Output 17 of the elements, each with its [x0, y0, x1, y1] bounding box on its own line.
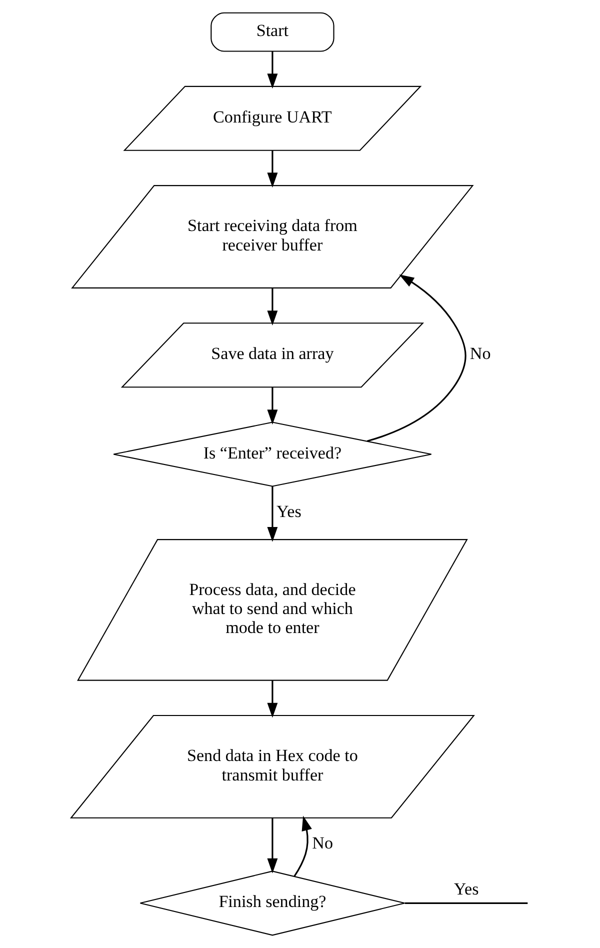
edge-label: Yes — [454, 879, 479, 898]
arrow — [366, 274, 466, 442]
edge-label: Yes — [276, 502, 302, 521]
arrow — [267, 150, 278, 188]
arrow — [267, 387, 278, 425]
arrow — [267, 288, 278, 326]
node-diamond: Finish sending? — [140, 870, 406, 936]
node-diamond: Is “Enter” received? — [113, 422, 432, 487]
edge-label: No — [470, 344, 491, 364]
arrow — [294, 816, 312, 877]
arrow — [267, 51, 278, 89]
connector — [404, 902, 528, 904]
node-box: Start — [210, 12, 334, 52]
arrow — [267, 680, 278, 718]
arrow — [267, 486, 278, 542]
arrow — [267, 818, 278, 874]
edge-label: No — [312, 834, 333, 853]
